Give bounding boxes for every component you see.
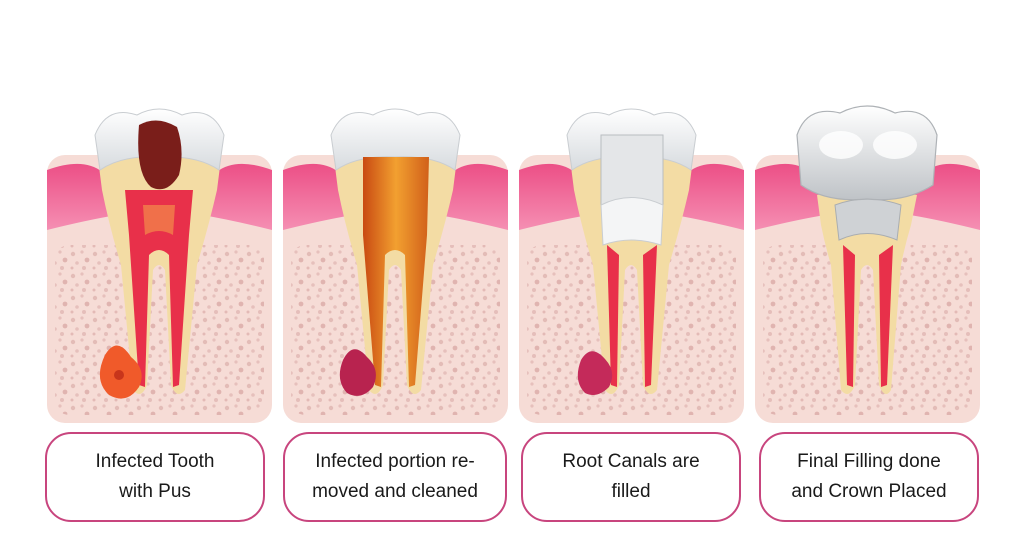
crown-highlight [873, 131, 917, 159]
bone-texture [291, 245, 500, 415]
filling-material [600, 197, 664, 246]
healing-abscess [577, 351, 613, 395]
caption-line: with Pus [119, 481, 191, 502]
caption-step-2: Infected portion re- moved and cleaned [283, 432, 507, 522]
abscess-spot [114, 370, 124, 380]
filled-canal-left [843, 245, 855, 387]
tooth-enamel [330, 108, 461, 171]
gum-right [438, 163, 508, 230]
caption-line: Infected Tooth [95, 451, 215, 472]
crown-highlight [819, 131, 863, 159]
caption-step-4: Final Filling done and Crown Placed [759, 432, 979, 522]
caption-line: Final Filling done [797, 451, 941, 472]
caption-step-1: Infected Tooth with Pus [45, 432, 265, 522]
cleaned-canal [363, 157, 429, 387]
panel-filled-canals [519, 95, 744, 425]
caption-line: Root Canals are [562, 451, 700, 472]
panel-crown-placed [755, 95, 980, 425]
filled-canal-right [879, 245, 893, 387]
tooth-dentin [567, 109, 696, 394]
gum-right [674, 163, 744, 230]
caption-line: Infected portion re- [315, 451, 475, 472]
tooth-dentin [95, 109, 224, 394]
dental-crown [796, 105, 938, 201]
caption-line: moved and cleaned [312, 481, 478, 502]
gum-left [283, 163, 353, 230]
temporary-filling [600, 134, 664, 206]
bone-texture [55, 245, 264, 415]
cleaned-tooth-illustration [283, 108, 508, 423]
panel-cleaned-tooth [283, 95, 508, 425]
tooth-pulp [125, 190, 193, 387]
caption-line: and Crown Placed [791, 481, 947, 502]
gum-left [47, 163, 117, 230]
tooth-dentin [817, 191, 917, 394]
filled-canal-right [643, 245, 657, 387]
decay-cavity [138, 120, 182, 190]
residual-abscess [339, 349, 376, 396]
filled-canal-left [607, 245, 619, 387]
gum-right [202, 163, 272, 230]
pulp-inflamed [143, 205, 175, 235]
caption-step-3: Root Canals are filled [521, 432, 741, 522]
filled-canals-illustration [519, 108, 744, 423]
bone-texture [763, 245, 972, 415]
gum-left [519, 163, 589, 230]
panel-infected-tooth [47, 95, 272, 425]
core-filling [834, 198, 902, 241]
crown-placed-illustration [755, 105, 980, 423]
caption-line: filled [611, 481, 651, 502]
infected-tooth-illustration [47, 108, 272, 423]
bone-texture [527, 245, 736, 415]
